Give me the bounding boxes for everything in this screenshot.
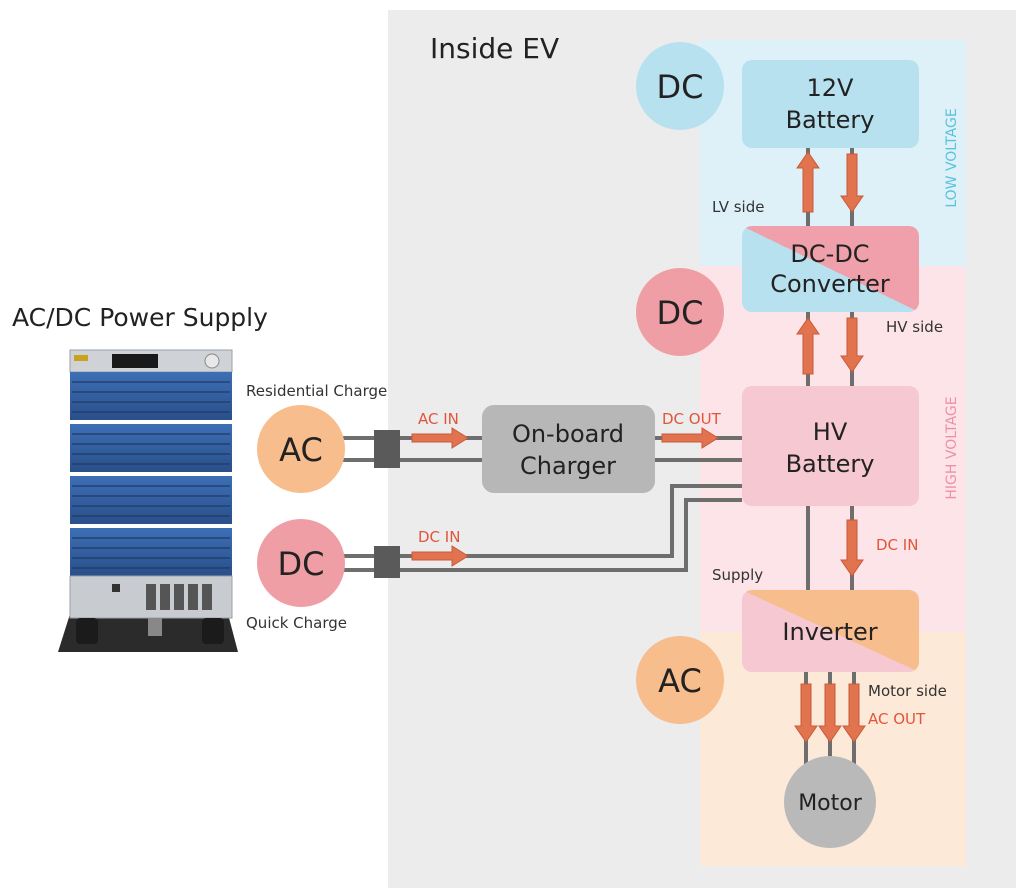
residential-charge-label: Residential Charge — [246, 382, 387, 400]
dc-badge-top-label: DC — [657, 68, 704, 106]
battery-12v-box — [742, 60, 919, 148]
dc-badge-mid-label: DC — [657, 294, 704, 332]
supply-down-arrow — [840, 519, 864, 577]
dc-badge-supply-label: DC — [278, 545, 325, 583]
dc-out-arrow — [661, 427, 719, 449]
power-supply-cabinet-image — [58, 349, 238, 652]
supply-label: Supply — [712, 566, 763, 584]
ac-out-label: AC OUT — [868, 710, 926, 728]
hv-side-label: HV side — [886, 318, 943, 336]
dc-badge-supply — [257, 519, 345, 607]
supply-title: AC/DC Power Supply — [12, 303, 268, 332]
ac-out-arrow-2 — [818, 683, 842, 743]
dc-in-hv-label: DC IN — [876, 536, 918, 554]
hv-down-arrow — [840, 317, 864, 373]
charger-line1: On-board — [512, 420, 624, 448]
lv-up-arrow — [796, 151, 820, 213]
motor-label: Motor — [798, 791, 863, 816]
battery-12v-line2: Battery — [786, 106, 875, 134]
dc-badge-top — [636, 42, 724, 130]
ac-badge-bottom — [636, 636, 724, 724]
ac-badge-supply-label: AC — [279, 431, 323, 469]
inverter-label: Inverter — [782, 618, 877, 646]
high-voltage-label: HIGH VOLTAGE — [944, 396, 960, 499]
lv-side-label: LV side — [712, 198, 764, 216]
hv-battery-line2: Battery — [786, 450, 875, 478]
charger-line2: Charger — [520, 452, 616, 480]
ac-connector-plug — [374, 430, 400, 468]
dcdc-converter-box — [742, 226, 919, 312]
dcdc-line1: DC-DC — [790, 240, 869, 268]
motor-circle — [784, 756, 876, 848]
dc-connector-plug — [374, 546, 400, 578]
dc-badge-mid — [636, 268, 724, 356]
flow-arrows — [411, 151, 866, 743]
battery-12v-line1: 12V — [807, 74, 855, 102]
onboard-charger-box — [482, 405, 655, 493]
lv-down-arrow — [840, 153, 864, 213]
hv-battery-box — [742, 386, 919, 506]
dc-in-supply-label: DC IN — [418, 528, 460, 546]
low-voltage-label: LOW VOLTAGE — [944, 108, 960, 207]
inverter-box — [742, 590, 919, 672]
hv-battery-line1: HV — [813, 418, 848, 446]
hv-up-arrow — [796, 317, 820, 375]
quick-charge-label: Quick Charge — [246, 614, 347, 632]
ev-title: Inside EV — [430, 32, 559, 65]
ac-in-arrow — [411, 427, 469, 449]
ac-badge-supply — [257, 405, 345, 493]
dc-out-label: DC OUT — [662, 410, 722, 428]
dc-in-arrow — [411, 545, 469, 567]
ac-in-label: AC IN — [418, 410, 459, 428]
dcdc-line2: Converter — [770, 270, 890, 298]
ac-badge-bottom-label: AC — [658, 662, 702, 700]
ac-out-arrow-3 — [842, 683, 866, 743]
ac-out-arrow-1 — [794, 683, 818, 743]
motor-side-label: Motor side — [868, 682, 947, 700]
